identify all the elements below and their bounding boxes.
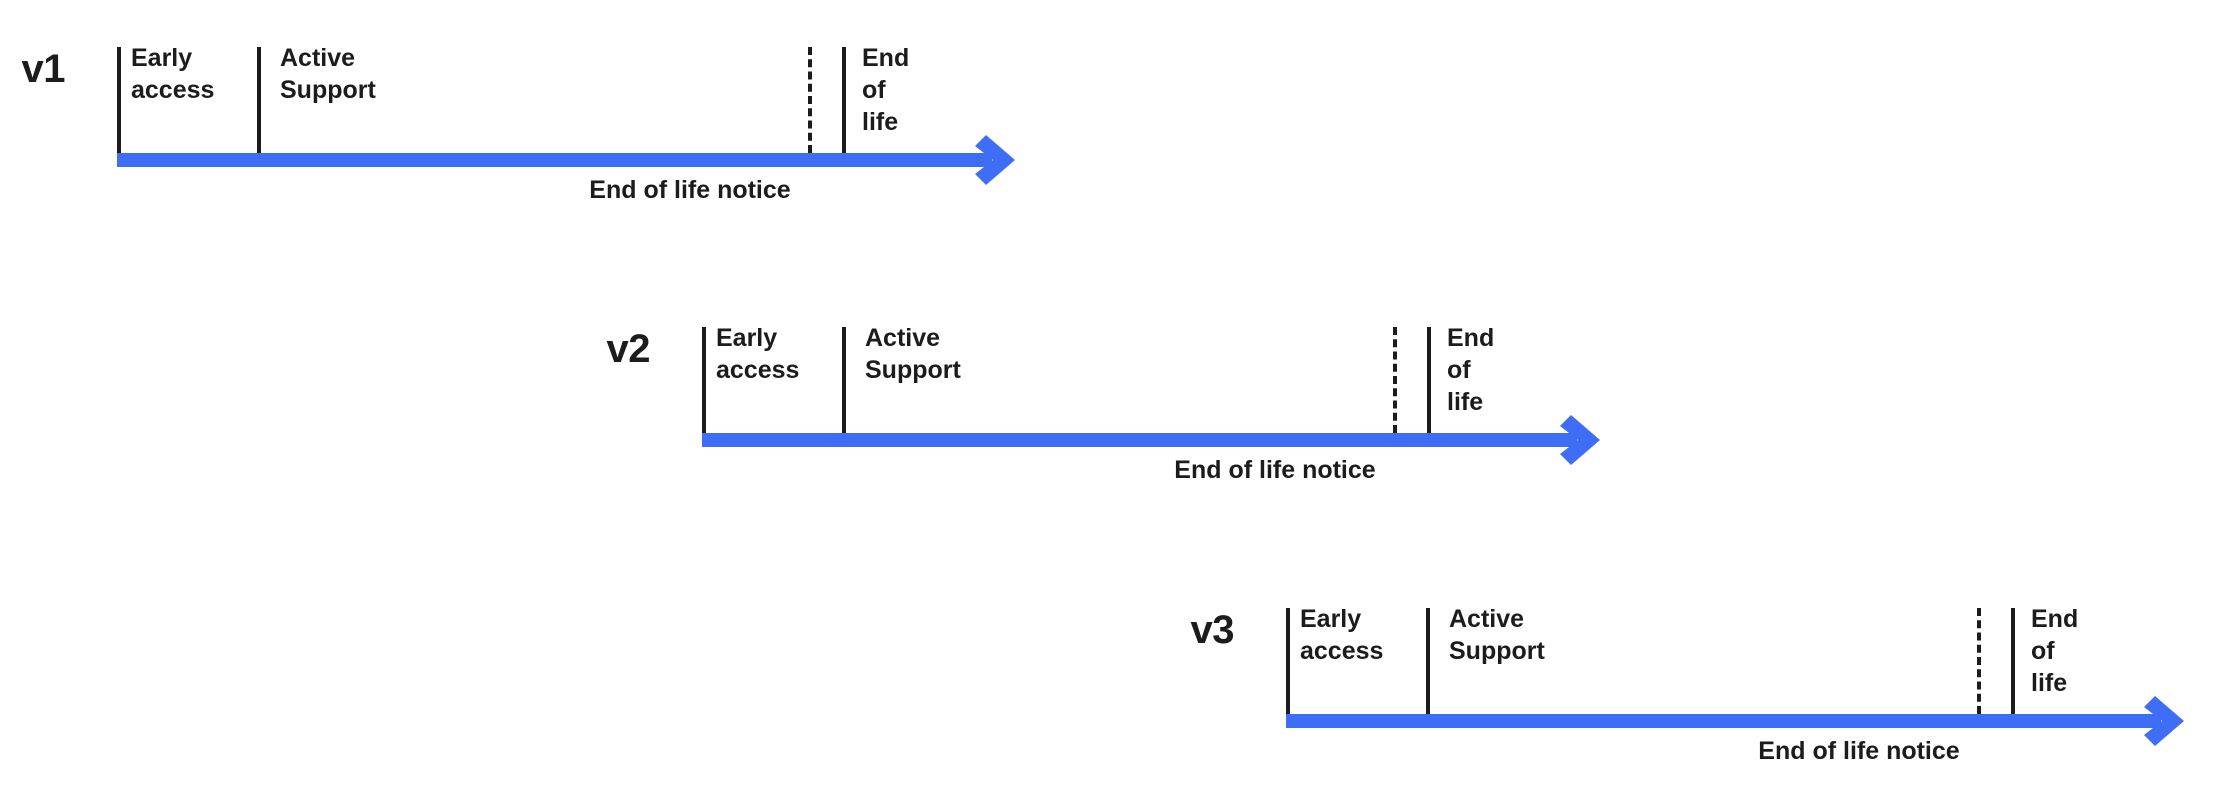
notice-label-v1: End of life notice: [589, 176, 791, 204]
phase-label-end-of-life-v1: End of life: [862, 44, 910, 136]
divider-active-support-v1: [257, 47, 261, 153]
divider-start-v2: [702, 327, 706, 433]
notice-label-v2: End of life notice: [1174, 456, 1376, 484]
divider-end-of-life-v1: [842, 47, 846, 153]
notice-label-v3: End of life notice: [1758, 737, 1960, 765]
phase-label-active-support-v3: Active Support: [1449, 605, 1545, 665]
phase-label-active-support-v1: Active Support: [280, 44, 376, 104]
divider-end-of-life-v3: [2011, 608, 2015, 714]
divider-start-v1: [117, 47, 121, 153]
phase-label-active-support-v2: Active Support: [865, 324, 961, 384]
divider-eol-notice-v3: [1977, 608, 1981, 714]
phase-label-early-access-v1: Early access: [131, 44, 215, 104]
divider-start-v3: [1286, 608, 1290, 714]
phase-label-end-of-life-v3: End of life: [2031, 605, 2079, 697]
divider-end-of-life-v2: [1427, 327, 1431, 433]
lifecycle-track-v1: [117, 153, 992, 167]
phase-label-end-of-life-v2: End of life: [1447, 324, 1495, 416]
version-label-v3: v3: [1190, 608, 1235, 652]
divider-eol-notice-v2: [1393, 327, 1397, 433]
lifecycle-track-v3: [1286, 714, 2161, 728]
phase-label-early-access-v3: Early access: [1300, 605, 1384, 665]
divider-active-support-v2: [842, 327, 846, 433]
divider-active-support-v3: [1426, 608, 1430, 714]
lifecycle-track-v2: [702, 433, 1577, 447]
version-label-v1: v1: [21, 47, 66, 91]
divider-eol-notice-v1: [808, 47, 812, 153]
phase-label-early-access-v2: Early access: [716, 324, 800, 384]
version-label-v2: v2: [606, 327, 651, 371]
